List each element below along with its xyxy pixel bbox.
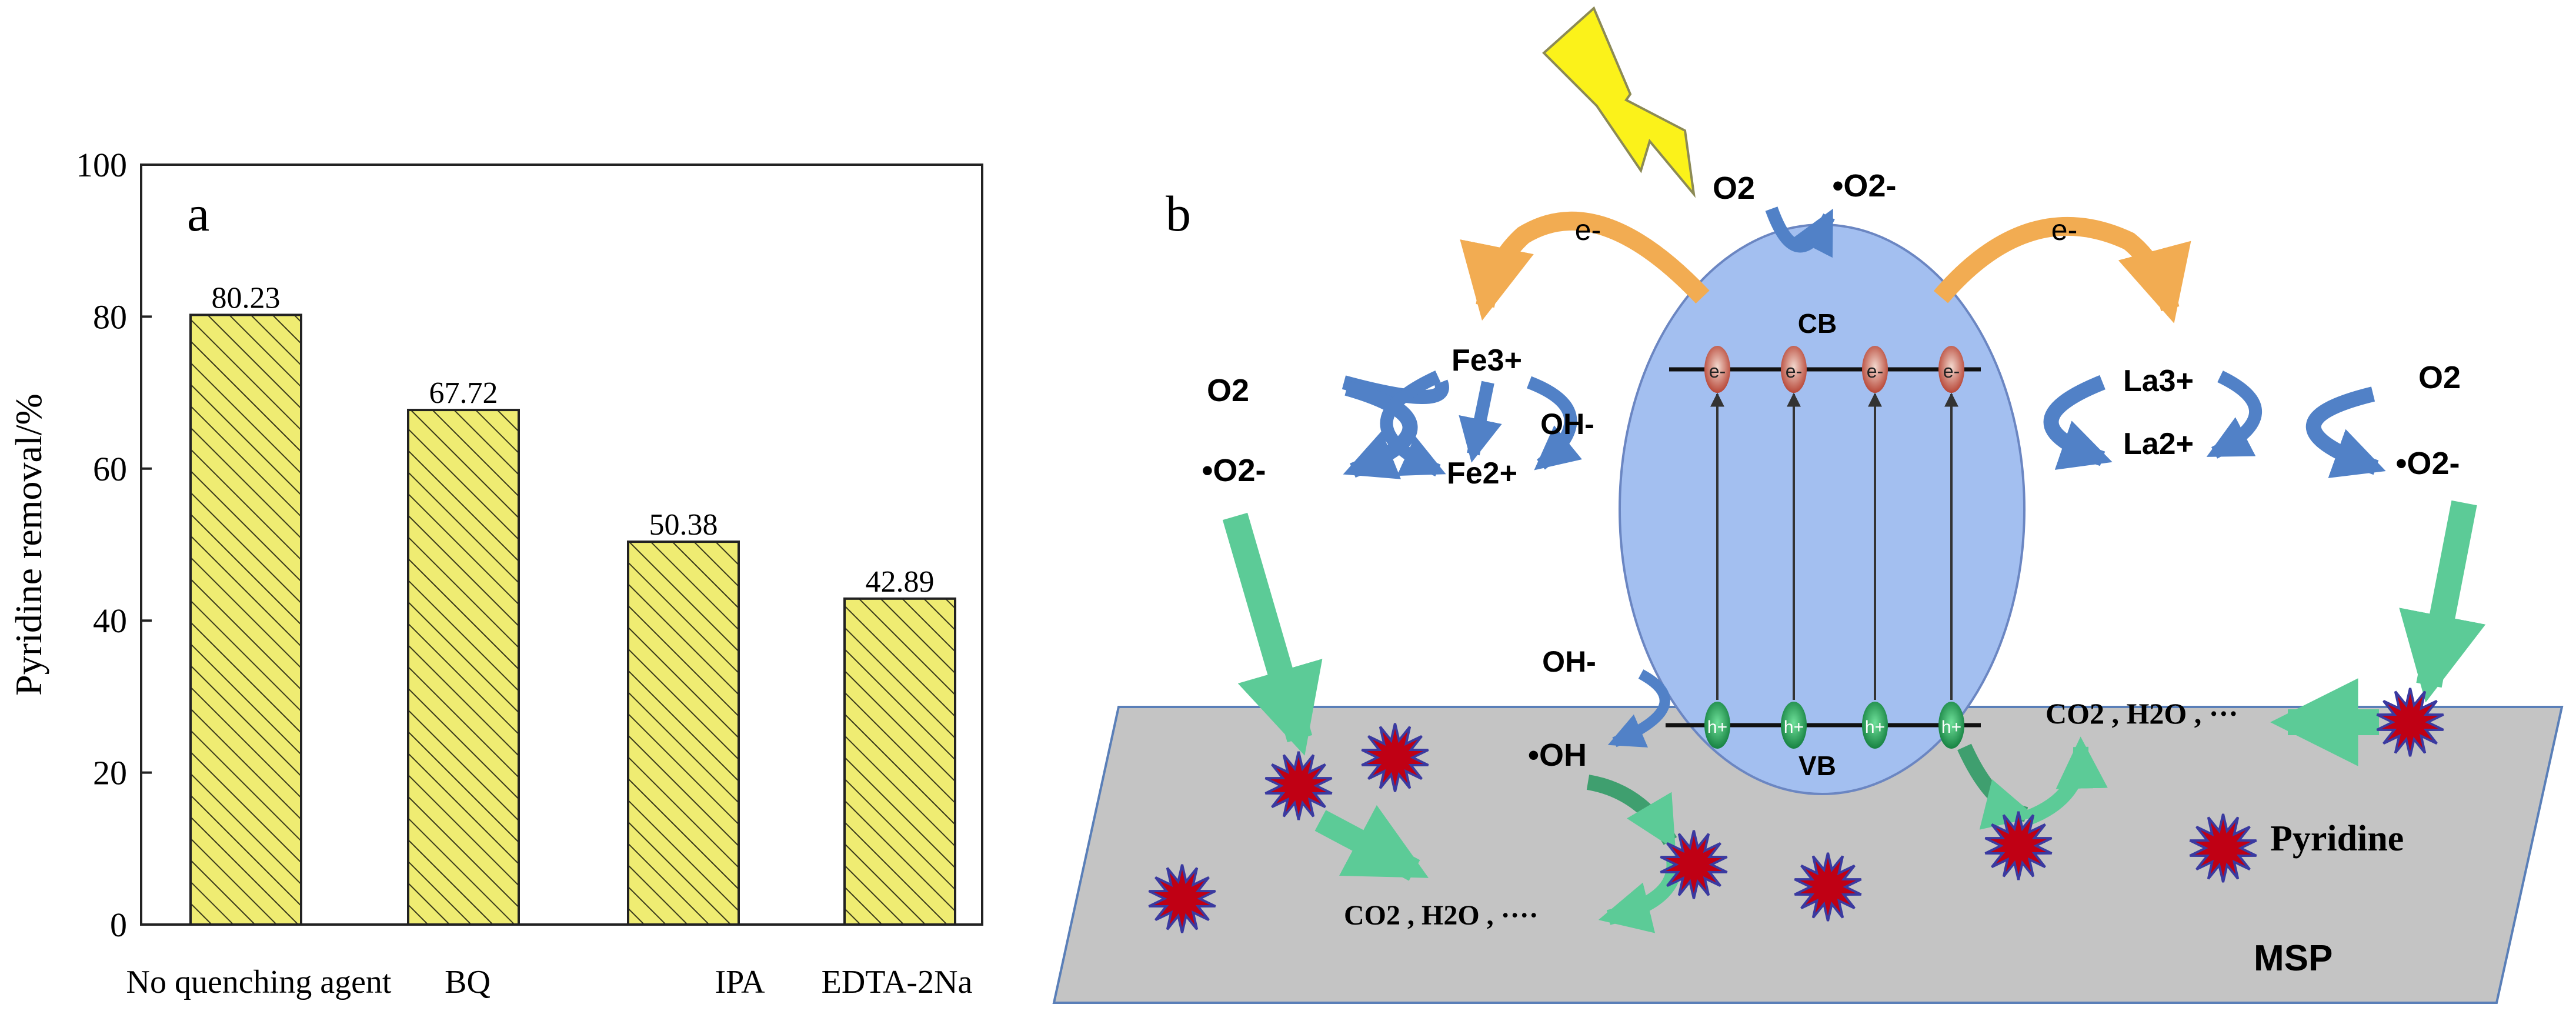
la-cycle-left-arrow (2043, 375, 2113, 470)
hydroxyl-attack-arrow (1586, 775, 1677, 850)
degradation-arrow-left (1314, 805, 1429, 881)
msp-substrate (1052, 706, 2564, 1004)
bar-value-label: 80.23 (212, 281, 281, 315)
fe3-to-fe2-arrow (1459, 381, 1502, 463)
hole-products-arrow (2026, 736, 2108, 825)
cb-label: CB (1798, 308, 1837, 339)
hole-label: h+ (1865, 718, 1885, 737)
pyridine-icon (1148, 864, 1216, 933)
superoxide-left: •O2- (1202, 453, 1266, 488)
y-tick-label: 80 (93, 298, 127, 336)
products-right: CO2 , H2O , ··· (2046, 697, 2238, 730)
hole-label: h+ (1784, 718, 1804, 737)
oh-minus-vb: OH- (1542, 645, 1596, 678)
y-tick-label: 20 (93, 754, 127, 792)
attack-arrow-left (1222, 512, 1323, 756)
msp-label: MSP (2254, 938, 2333, 979)
electron-label: e- (1709, 361, 1726, 382)
o2-cycle-left-arrow (1343, 381, 1418, 479)
electron-label-right: e- (2051, 213, 2077, 246)
y-tick-label: 60 (93, 450, 127, 488)
electron-label: e- (1867, 361, 1883, 382)
bar (407, 409, 520, 926)
o2-top: O2 (1713, 171, 1755, 206)
top-reduction-arrow (1765, 206, 1835, 258)
electron-label-left: e- (1575, 213, 1601, 246)
bars: 80.23 67.72 50.38 42.89 (189, 281, 956, 926)
superoxide-right: •O2- (2396, 446, 2460, 481)
hole-label: h+ (1707, 718, 1727, 737)
bar-value-label: 50.38 (649, 508, 718, 542)
la-cycle-right-arrow (2206, 371, 2262, 459)
hole: h+ (1704, 702, 1730, 749)
fe2-oxidation-arrow (1527, 376, 1582, 471)
electron: e- (1704, 346, 1730, 393)
electron-transfer-left-arrow (1460, 211, 1710, 321)
fe-cycle-arrow (1380, 370, 1446, 477)
la3-label: La3+ (2123, 364, 2194, 398)
superoxide-top: •O2- (1833, 168, 1897, 203)
x-tick-label: No quenching agent (126, 964, 392, 1000)
oh-minus-fe: OH- (1540, 408, 1594, 441)
hole: h+ (1862, 702, 1888, 749)
hole: h+ (1938, 702, 1964, 749)
vb-label: VB (1798, 750, 1836, 781)
lightning-icon (1542, 6, 1696, 198)
electron-label: e- (1786, 361, 1802, 382)
o2-cycle-right-arrow (2305, 386, 2386, 478)
pyridine-icon (1794, 852, 1862, 922)
pyridine-molecules (1148, 688, 2444, 933)
o2-right: O2 (2418, 360, 2461, 395)
electron: e- (1781, 346, 1807, 393)
plot-frame (140, 164, 983, 926)
hole-label: h+ (1941, 718, 1961, 737)
x-tick-label: EDTA-2Na (822, 964, 973, 1000)
pyridine-icon (1361, 723, 1429, 792)
pyridine-icon (2189, 813, 2257, 883)
panel-b-label: b (1166, 185, 1191, 242)
y-axis: 0 20 40 60 80 100 (76, 146, 152, 944)
o2-left: O2 (1207, 373, 1249, 408)
electron-transfer-right-arrow (1933, 216, 2191, 323)
hole: h+ (1781, 702, 1807, 749)
pyridine-icon (1660, 830, 1728, 899)
x-tick-label: IPA (715, 964, 765, 1000)
y-tick-label: 40 (93, 602, 127, 640)
bar-value-label: 67.72 (429, 376, 498, 410)
panel-a-label: a (187, 185, 209, 242)
bar (843, 597, 956, 926)
pyridine-legend: Pyridine (2270, 819, 2404, 859)
x-tick-labels: No quenching agent BQ IPA EDTA-2Na (126, 964, 973, 1000)
y-axis-title: Pyridine removal/% (8, 393, 49, 696)
pyridine-icon (2376, 688, 2444, 757)
attack-arrow-right (2399, 500, 2486, 703)
bar (189, 313, 302, 926)
la2-label: La2+ (2123, 427, 2194, 461)
bar (627, 540, 740, 926)
electron: e- (1862, 346, 1888, 393)
pyridine-icon (1984, 811, 2053, 880)
hydroxyl-radical: •OH (1528, 738, 1587, 773)
y-tick-label: 0 (110, 906, 127, 944)
electron-label: e- (1943, 361, 1960, 382)
bar-chart-panel: 0 20 40 60 80 100 80.23 67.72 50.38 42.89 No que… (8, 146, 983, 1000)
mechanism-diagram: b e- e- e- e- h+ h+ h+ h+ CB VB O2 •O2- (1052, 6, 2564, 1004)
pyridine-icon (1264, 751, 1333, 820)
vb-oxidation-arrow (1607, 669, 1670, 748)
fe3-label: Fe3+ (1451, 343, 1522, 378)
x-tick-label: BQ (445, 964, 490, 1000)
products-left: CO2 , H2O , ···· (1344, 900, 1539, 931)
y-tick-label: 100 (76, 146, 127, 184)
bar-value-label: 42.89 (866, 565, 935, 599)
electron: e- (1938, 346, 1964, 393)
fe2-label: Fe2+ (1447, 456, 1517, 491)
